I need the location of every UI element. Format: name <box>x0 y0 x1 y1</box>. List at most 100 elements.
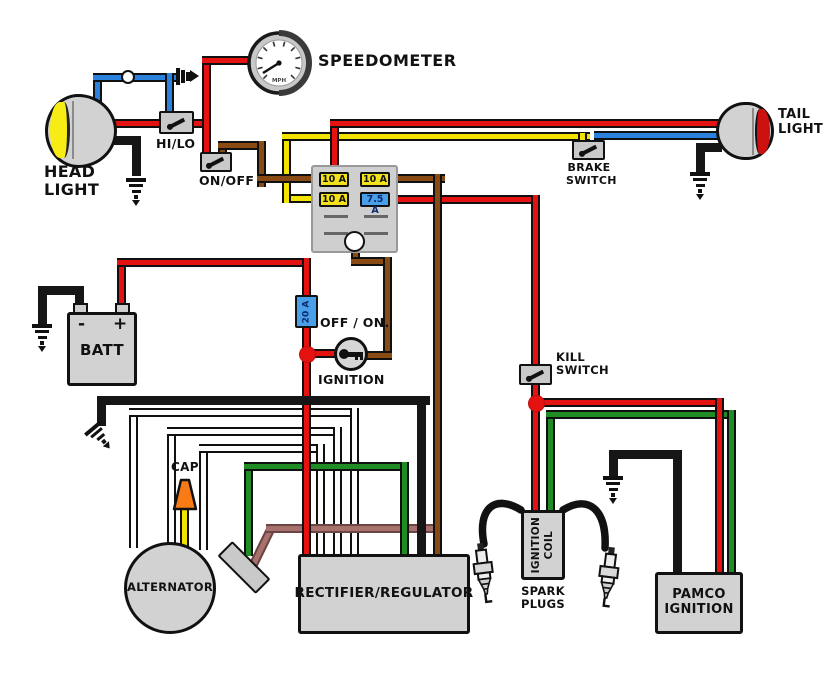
pamco-ignition: PAMCO IGNITION <box>655 572 743 634</box>
wire-onoff-to-fuse <box>257 174 325 183</box>
fuse-10a-1: 10 A <box>319 172 349 187</box>
switch-lever-icon <box>208 156 224 168</box>
key-icon <box>339 349 349 359</box>
wire-onoff-to-fuse <box>218 143 227 157</box>
wire-coil-to-pamco <box>727 410 736 576</box>
wire-pamco-ground <box>673 450 682 576</box>
wire-alternator-phase1 <box>350 408 359 557</box>
wire-alternator-phase3 <box>199 444 208 550</box>
spark-plug-right <box>598 546 620 608</box>
fuse-10a-3: 10 A <box>319 192 349 207</box>
wire-headlight-ground <box>132 136 141 176</box>
connector-plug-icon <box>176 68 180 85</box>
wire-connector-to-rectifier <box>244 462 409 471</box>
speedometer-gauge: MPH <box>247 30 312 96</box>
wire-connector-green <box>244 462 253 556</box>
cap-label: CAP <box>171 460 199 474</box>
fuse-box-terminal <box>344 231 365 252</box>
ground-symbol-pamco <box>601 474 625 504</box>
wire-ground-to-rectifier <box>417 396 426 557</box>
ignition-coil: IGNITION COIL <box>521 510 565 580</box>
headlight-label: HEAD LIGHT <box>44 162 100 200</box>
wire-alternator-cap <box>180 505 189 550</box>
connector-plug-icon <box>186 72 190 81</box>
wire-kill-to-pamco <box>715 398 724 576</box>
on-off-label: ON/OFF <box>199 173 255 188</box>
wire-ground-bus <box>97 396 106 426</box>
switch-lever-icon <box>580 144 597 156</box>
wire-kill-to-coil <box>531 195 540 515</box>
wire-pamco-ground <box>609 450 618 476</box>
battery <box>67 312 137 386</box>
main-fuse-20a: 20 A <box>295 295 318 328</box>
connector-plug-icon <box>181 70 185 83</box>
indicator-bulb <box>121 70 135 84</box>
wire-fusebox-to-ignition <box>383 257 392 360</box>
spark-plug-left <box>472 542 494 604</box>
wire-connector-to-rectifier <box>400 462 409 557</box>
alternator: ALTERNATOR <box>124 542 216 634</box>
wire-fuse1-red <box>330 119 339 177</box>
wire-brake-to-tail <box>594 131 722 140</box>
ignition-coil-label: IGNITION COIL <box>529 516 555 574</box>
wire-speedometer-feed <box>202 56 254 65</box>
wire-fuse-to-brake <box>578 133 587 146</box>
wire-fusebox-to-ignition <box>351 257 392 266</box>
empty-fuse-slot <box>364 232 388 235</box>
brake-switch <box>572 140 605 160</box>
wire-alternator-phase1 <box>129 408 138 548</box>
main-fuse-label: 20 A <box>301 300 312 323</box>
key-icon <box>360 356 363 360</box>
battery-plus: + <box>113 314 128 334</box>
wire-onoff-to-fuse <box>257 141 266 187</box>
battery-minus: - <box>78 314 86 334</box>
wire-alternator-phase3 <box>316 444 325 557</box>
ignition-label: IGNITION <box>318 372 385 387</box>
empty-fuse-slot <box>324 232 348 235</box>
wire-onoff-to-fuse <box>218 141 266 150</box>
wire-fuse-to-brake <box>282 194 325 203</box>
tail-light-rim-line <box>752 108 754 155</box>
wire-coil-to-pamco <box>546 410 736 419</box>
key-icon <box>348 352 363 357</box>
tail-light <box>716 102 774 160</box>
wire-pamco-ground <box>609 450 682 459</box>
brake-switch-label: BRAKE SWITCH <box>566 161 617 187</box>
wire-fuse-to-kill <box>388 195 540 204</box>
wire-fusebox-to-ignition <box>366 351 392 360</box>
wire-alternator-phase1 <box>129 408 359 417</box>
connector-plug-icon <box>190 70 199 82</box>
ground-symbol-battery <box>30 322 54 352</box>
wire-fuse-to-rectifier <box>433 174 442 557</box>
tail-light-label: TAIL LIGHT <box>778 107 824 137</box>
ignition-states-label: OFF / ON. <box>320 315 390 330</box>
wire-fuse-to-rectifier <box>388 174 445 183</box>
empty-fuse-slot <box>364 215 388 218</box>
hi-lo-label: HI/LO <box>156 136 196 151</box>
fuse-10a-2: 10 A <box>360 172 390 187</box>
on-off-switch <box>200 152 232 172</box>
wire-alternator-phase2 <box>333 427 342 557</box>
spark-plug-wires <box>478 499 609 552</box>
junction-battery-ignition <box>299 346 316 363</box>
wire-headlight-ground <box>112 136 141 145</box>
pamco-label: PAMCO IGNITION <box>664 587 734 617</box>
rectifier-label: RECTIFIER/REGULATOR <box>294 585 474 602</box>
cap-icon <box>172 478 198 511</box>
wire-hilo-blue <box>165 73 174 116</box>
tail-light-lens <box>755 109 770 154</box>
alternator-label: ALTERNATOR <box>127 580 213 595</box>
hi-lo-switch <box>159 111 194 134</box>
wire-alternator-phase3 <box>199 444 325 453</box>
ground-symbol-bus <box>81 418 119 456</box>
wire-battery-ground <box>75 286 84 308</box>
headlight-rim-line <box>72 101 74 159</box>
wire-alternator-phase2 <box>167 427 342 436</box>
wire-fuse-to-taillight <box>330 119 722 128</box>
wire-fuse-to-brake <box>282 132 291 203</box>
speedometer-unit: MPH <box>272 78 287 84</box>
headlight <box>45 94 117 168</box>
wire-taillight-ground <box>696 143 705 172</box>
wire-battery-ground <box>38 286 47 324</box>
